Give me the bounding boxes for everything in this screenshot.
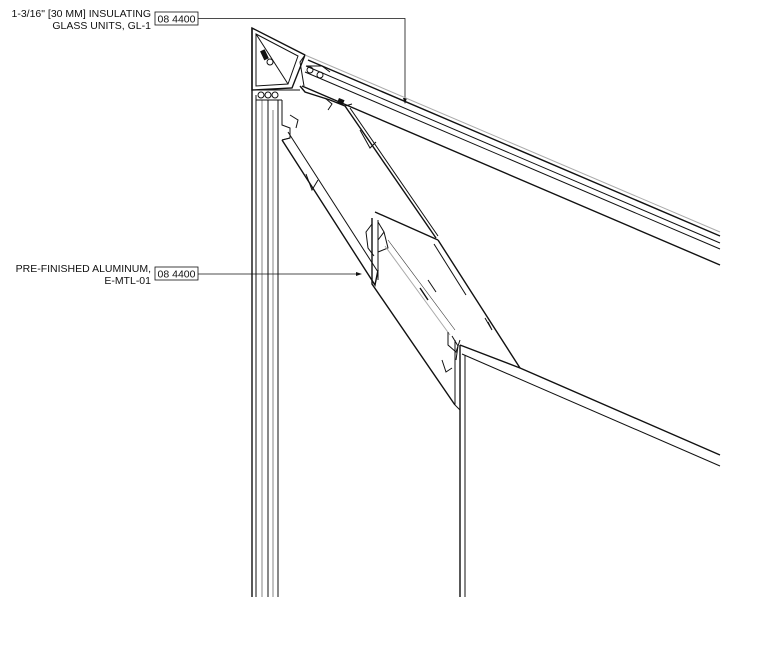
callout-aluminum: PRE-FINISHED ALUMINUM, E-MTL-01 08 4400	[16, 263, 362, 287]
callout-1-line-2: GLASS UNITS, GL-1	[52, 20, 151, 32]
callout-2-tag-box	[154, 266, 199, 281]
callout-2-line-1: PRE-FINISHED ALUMINUM,	[16, 263, 151, 275]
callout-1-leader	[198, 18, 406, 103]
callout-insulating-glass: 1-3/16" [30 MM] INSULATING GLASS UNITS, …	[12, 8, 407, 104]
callout-2-arrowhead	[356, 272, 362, 276]
sloped-glazing-unit	[299, 54, 721, 266]
callout-2-tag: 08 4400	[158, 269, 196, 281]
callout-2-line-2: E-MTL-01	[104, 275, 151, 287]
callout-1-line-1: 1-3/16" [30 MM] INSULATING	[12, 8, 152, 20]
corner-cap	[251, 26, 306, 91]
callout-1-tag: 08 4400	[158, 14, 196, 26]
left-vertical-mullion	[251, 28, 300, 597]
lower-glazing-unit	[454, 340, 721, 597]
diagonal-aluminum-panel	[281, 103, 439, 287]
center-tube-section	[365, 211, 521, 406]
